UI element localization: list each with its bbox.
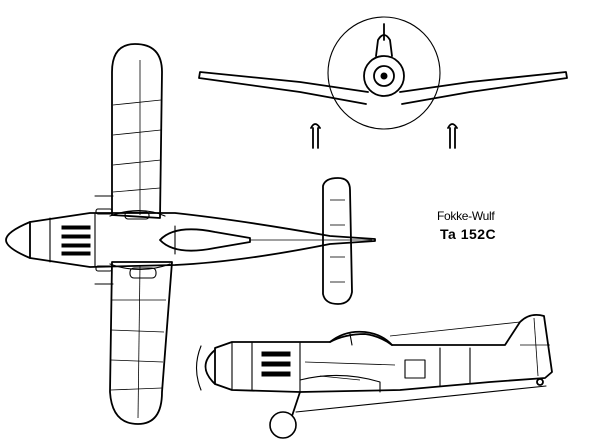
plan-exhaust-stacks xyxy=(61,225,91,256)
plan-wing-fairings xyxy=(95,208,157,279)
side-canopy xyxy=(329,330,393,346)
plan-upper-wing xyxy=(111,43,163,219)
front-cowling xyxy=(363,55,405,97)
plan-cowling-lines xyxy=(29,213,96,267)
aircraft-model-label: Ta 152C xyxy=(440,226,497,242)
side-tail-details xyxy=(520,317,550,377)
plan-view xyxy=(5,43,376,425)
front-spinner-tip xyxy=(380,72,388,80)
plan-lower-wing-root xyxy=(109,263,171,271)
plan-lower-wing xyxy=(109,261,173,425)
front-spinner xyxy=(373,65,395,87)
side-main-wheel xyxy=(269,411,297,439)
front-left-wing xyxy=(198,71,369,105)
aircraft-manufacturer-label: Fokke-Wulf xyxy=(437,209,495,223)
side-prop-arc xyxy=(195,345,202,391)
side-fuselage-details xyxy=(304,344,505,381)
plan-guns xyxy=(94,195,114,285)
plan-wing-panel-lines xyxy=(110,60,166,419)
plan-tail-panel-lines xyxy=(330,199,345,283)
side-ground-line xyxy=(295,385,547,413)
plan-spinner xyxy=(5,221,31,259)
front-view xyxy=(198,16,568,149)
plan-canopy xyxy=(159,228,251,252)
side-exhaust-stacks xyxy=(261,351,291,377)
side-reference-line xyxy=(389,321,521,337)
front-right-wing xyxy=(399,71,568,105)
plan-tailplane xyxy=(322,177,353,305)
side-spinner xyxy=(204,349,216,385)
front-propeller-disc xyxy=(327,16,441,130)
side-access-panels xyxy=(404,347,471,387)
front-right-gear xyxy=(447,123,458,149)
side-cowling-lines xyxy=(231,341,301,393)
plan-upper-wing-root xyxy=(109,209,166,217)
front-left-gear xyxy=(310,123,321,149)
side-wing-root xyxy=(299,374,381,393)
side-tail-wheel xyxy=(536,378,544,386)
plan-fuselage xyxy=(29,212,376,268)
side-view xyxy=(195,313,553,439)
